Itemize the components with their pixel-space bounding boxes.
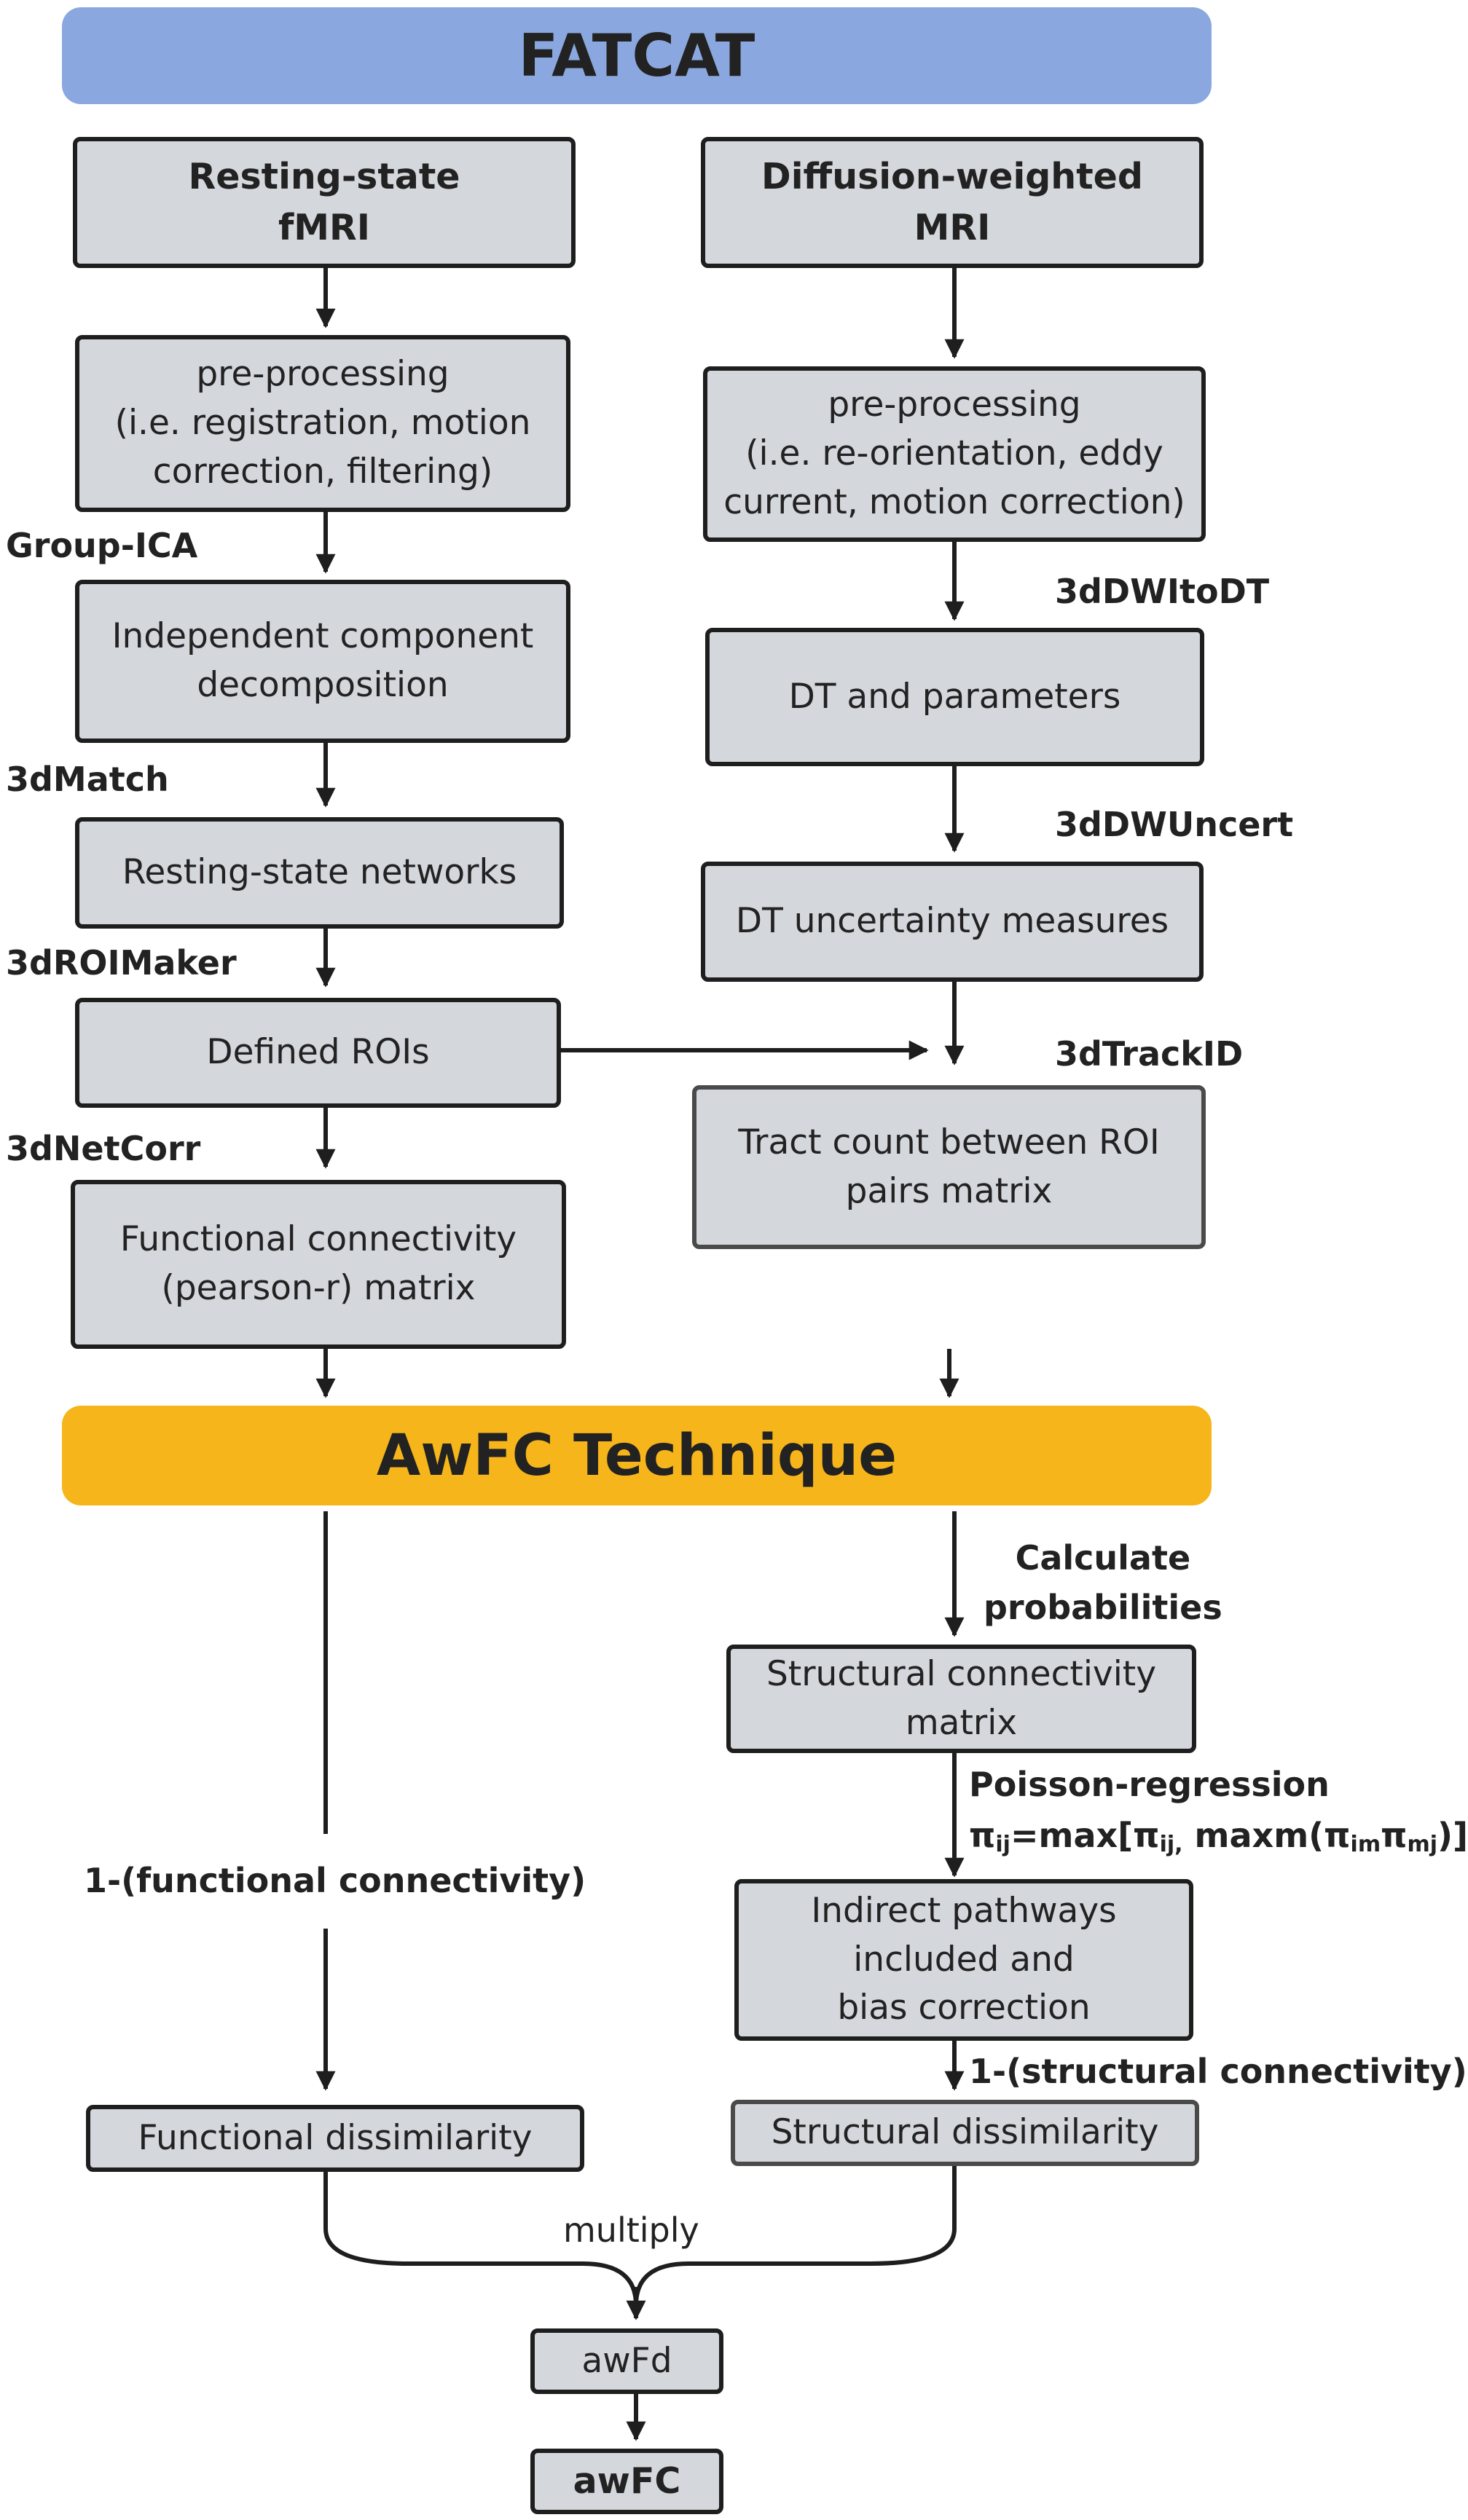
group-ica-label: Group-ICA [6, 526, 198, 565]
indirect-pathways-box: Indirect pathways included and bias corr… [734, 1879, 1193, 2041]
3dmatch-label: 3dMatch [6, 760, 169, 799]
formula-pi2: π [1381, 1816, 1408, 1855]
formula-ij: ij [995, 1832, 1010, 1857]
3dtrackid-label: 3dTrackID [1055, 1034, 1244, 1074]
formula-im: im [1350, 1832, 1381, 1857]
independent-component-box: Independent component decomposition [75, 580, 570, 743]
fatcat-banner-title: FATCAT [518, 22, 755, 90]
dt-parameters-box: DT and parameters [705, 628, 1204, 766]
dt-uncertainty-box: DT uncertainty measures [701, 862, 1204, 982]
poisson-regression-label: Poisson-regression [969, 1765, 1330, 1804]
probability-formula: πij=max[πij, maxm(πimπmj)] [969, 1816, 1468, 1857]
merge-left [323, 2172, 638, 2306]
tract-count-box: Tract count between ROI pairs matrix [692, 1085, 1206, 1249]
3droimaker-label: 3dROIMaker [6, 943, 237, 983]
structural-connectivity-box: Structural connectivity matrix [726, 1645, 1196, 1753]
functional-dissimilarity-box: Functional dissimilarity [86, 2105, 584, 2172]
awfc-box: awFC [530, 2449, 723, 2514]
calculate-probabilities-label: Calculate probabilities [984, 1538, 1222, 1628]
merge-right [634, 2166, 957, 2306]
awfc-technique-title: AwFC Technique [376, 1422, 898, 1489]
awfc-technique-banner: AwFC Technique [62, 1406, 1212, 1505]
formula-eq: =max[π [1010, 1816, 1160, 1855]
formula-ij2: ij, [1159, 1832, 1183, 1857]
resting-state-networks-box: Resting-state networks [75, 817, 564, 929]
3dnetcorr-label: 3dNetCorr [6, 1129, 201, 1168]
diffusion-weighted-mri-box: Diffusion-weighted MRI [701, 137, 1204, 268]
functional-connectivity-box: Functional connectivity (pearson-r) matr… [71, 1180, 566, 1349]
structural-connectivity-subtract-label: 1-(structural connectivity) [969, 2052, 1467, 2091]
preprocessing-fmri-box: pre-processing (i.e. registration, motio… [75, 335, 570, 512]
resting-state-fmri-box: Resting-state fMRI [73, 137, 576, 268]
awfd-box: awFd [530, 2328, 723, 2394]
formula-mj: mj [1407, 1832, 1438, 1857]
formula-maxm: maxm(π [1182, 1816, 1351, 1855]
formula-pi: π [969, 1816, 996, 1855]
3ddwitodt-label: 3dDWItoDT [1055, 572, 1270, 611]
fatcat-banner: FATCAT [62, 7, 1212, 104]
structural-dissimilarity-box: Structural dissimilarity [731, 2100, 1199, 2166]
functional-connectivity-subtract-label: 1-(functional connectivity) [84, 1861, 586, 1900]
3ddwuncert-label: 3dDWUncert [1055, 805, 1294, 844]
formula-close: )] [1437, 1816, 1468, 1855]
multiply-label: multiply [563, 2210, 699, 2250]
defined-rois-box: Defined ROIs [75, 998, 561, 1108]
preprocessing-dwi-box: pre-processing (i.e. re-orientation, edd… [703, 366, 1206, 542]
